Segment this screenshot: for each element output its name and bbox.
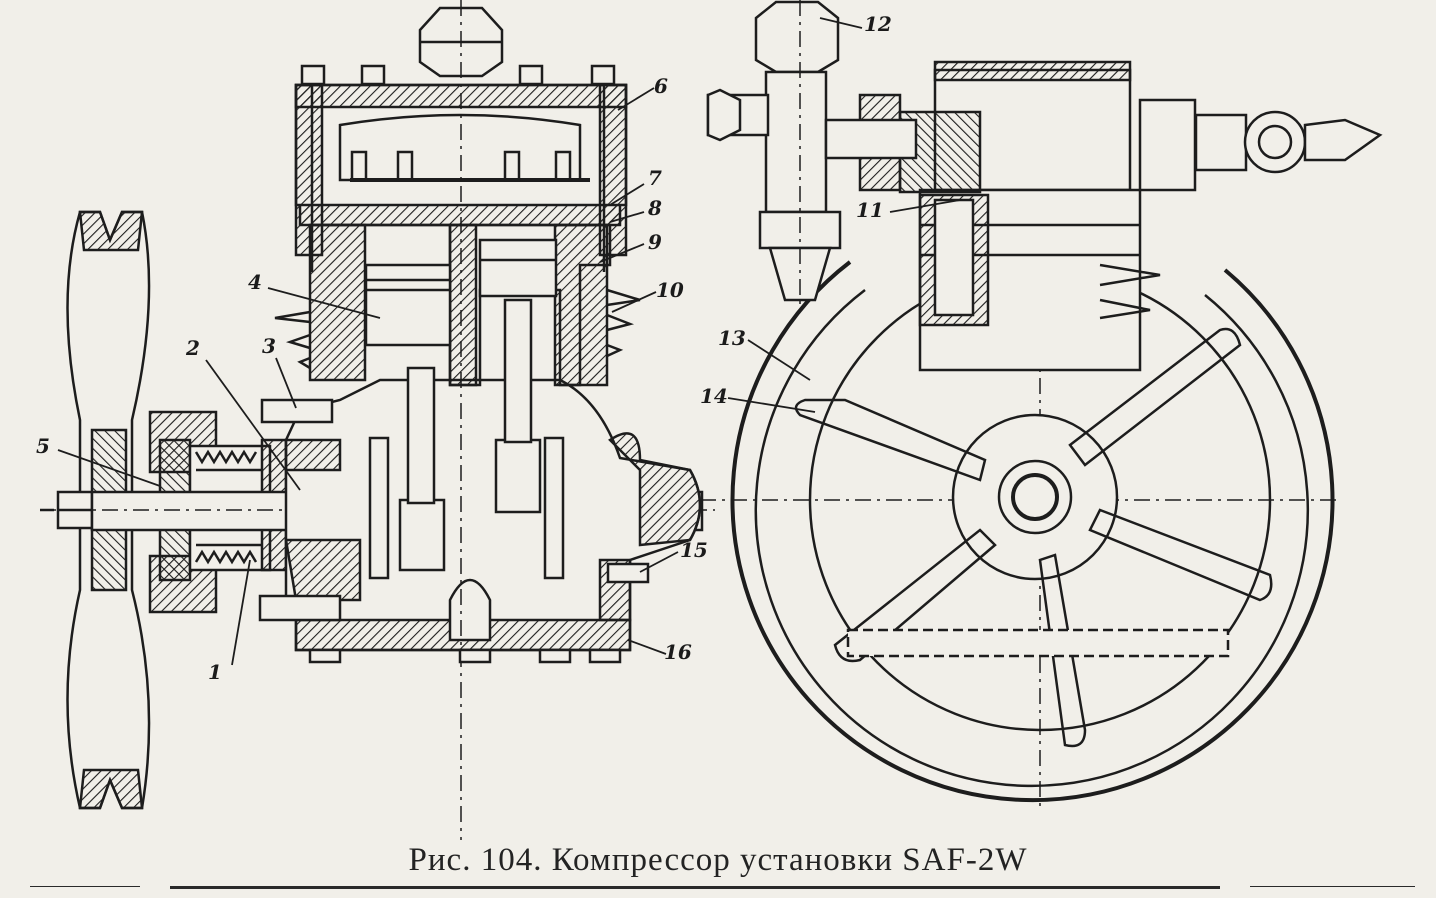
bottom-rule-left	[30, 886, 140, 887]
label-5: 5	[36, 434, 50, 458]
bottom-rule-right	[1250, 886, 1415, 887]
bottom-rule	[170, 886, 1220, 889]
sectional-view	[40, 0, 715, 840]
label-8: 8	[648, 196, 662, 220]
end-view	[700, 0, 1383, 810]
leader-lines	[57, 17, 961, 666]
label-2: 2	[186, 336, 200, 360]
label-13: 13	[718, 326, 746, 350]
label-15: 15	[680, 538, 708, 562]
label-3: 3	[262, 334, 276, 358]
label-7: 7	[648, 166, 662, 190]
label-1: 1	[208, 660, 222, 684]
label-16: 16	[664, 640, 692, 664]
label-11: 11	[856, 198, 884, 222]
label-12: 12	[864, 12, 892, 36]
label-9: 9	[648, 230, 662, 254]
label-4: 4	[248, 270, 262, 294]
fan-blades	[794, 327, 1273, 748]
figure-caption: Рис. 104. Компрессор установки SAF-2W	[408, 842, 1028, 878]
valve-springs	[350, 150, 572, 182]
label-6: 6	[654, 74, 668, 98]
label-14: 14	[700, 384, 728, 408]
label-10: 10	[656, 278, 684, 302]
